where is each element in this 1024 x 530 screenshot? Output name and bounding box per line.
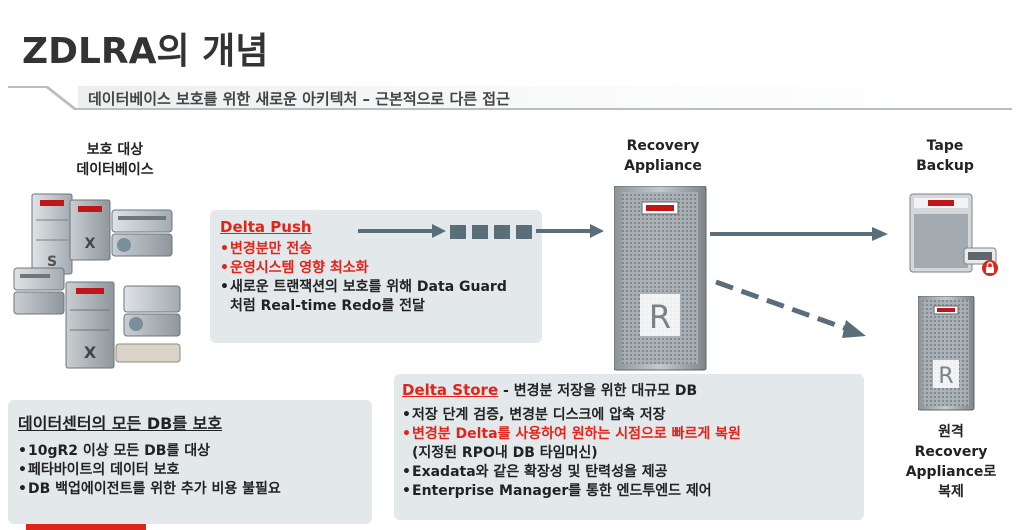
appliance-letter: R	[649, 298, 671, 336]
bullet-text: (지정된 RPO내 DB 타임머신)	[412, 445, 598, 461]
server-icon: S	[31, 193, 73, 275]
subtitle-bar	[8, 86, 1012, 110]
list-item: •10gR2 이상 모든 DB를 대상	[18, 443, 210, 459]
datacenter-content: 데이터센터의 모든 DB를 보호 •10gR2 이상 모든 DB를 대상 •페타…	[18, 410, 281, 499]
remote-label-line3: Appliance로	[905, 464, 997, 480]
source-db-label-line1: 보호 대상	[86, 142, 144, 158]
delta-push-heading: Delta Push	[220, 218, 312, 236]
delta-push-bullets: •변경분만 전송 •운영시스템 영향 최소화 •새로운 트랜잭션의 보호를 위해…	[220, 240, 507, 316]
arrow-to-remote	[715, 279, 866, 338]
datacenter-panel	[8, 400, 372, 524]
list-item: •변경분만 전송	[220, 241, 313, 257]
rack-icon: R	[614, 186, 707, 371]
delta-store-heading: Delta Store	[402, 381, 499, 399]
delta-store-header: Delta Store - 변경분 저장을 위한 대규모 DB	[402, 380, 741, 400]
storage-icon	[115, 285, 181, 363]
tape-backup-label: Tape Backup	[900, 136, 990, 176]
tape-drive-icon	[909, 193, 998, 276]
bullet-text: 변경분 Delta를 사용하여 원하는 시점으로 빠르게 복원	[412, 426, 741, 442]
source-db-label: 보호 대상 데이터베이스	[60, 140, 170, 180]
list-item: •새로운 트랜잭션의 보호를 위해 Data Guard	[220, 279, 507, 295]
datacenter-bullets: •10gR2 이상 모든 DB를 대상 •페타바이트의 데이터 보호 •DB 백…	[18, 442, 281, 499]
list-item: •저장 단계 검증, 변경분 디스크에 압축 저장	[402, 407, 666, 423]
page-title: ZDLRA의 개념	[22, 31, 269, 72]
server-letter-x: X	[85, 236, 96, 252]
ra-label-line1: Recovery	[626, 138, 700, 154]
delta-store-panel	[394, 374, 864, 520]
list-item: •Enterprise Manager를 통한 엔드투엔드 제어	[402, 483, 712, 499]
bullet-text: DB 백업에이전트를 위한 추가 비용 불필요	[28, 481, 281, 497]
list-item: •DB 백업에이전트를 위한 추가 비용 불필요	[18, 481, 281, 497]
list-item-continuation: 처럼 Real-time Redo를 전달	[230, 298, 425, 314]
source-db-label-line2: 데이터베이스	[76, 162, 154, 178]
source-servers-illustration: S X X	[13, 193, 181, 369]
delta-push-content: Delta Push •변경분만 전송 •운영시스템 영향 최소화 •새로운 트…	[220, 218, 507, 316]
list-item: •운영시스템 영향 최소화	[220, 260, 369, 276]
delta-store-bullets: •저장 단계 검증, 변경분 디스크에 압축 저장 •변경분 Delta를 사용…	[402, 406, 741, 501]
list-item: •Exadata와 같은 확장성 및 탄력성을 제공	[402, 464, 668, 480]
list-item: •변경분 Delta를 사용하여 원하는 시점으로 빠르게 복원	[402, 426, 741, 442]
list-item: (지정된 RPO내 DB 타임머신)	[402, 444, 741, 463]
subtitle: 데이터베이스 보호를 위한 새로운 아키텍처 – 근본적으로 다른 접근	[88, 90, 510, 108]
delta-store-content: Delta Store - 변경분 저장을 위한 대규모 DB •저장 단계 검…	[402, 380, 741, 501]
arrow-to-tape	[710, 227, 888, 241]
list-item: •페타바이트의 데이터 보호	[18, 462, 180, 478]
storage-icon	[13, 267, 65, 315]
remote-label-line2: Recovery	[914, 444, 988, 460]
bullet-text: 새로운 트랜잭션의 보호를 위해 Data Guard	[230, 279, 507, 295]
datacenter-heading: 데이터센터의 모든 DB를 보호	[18, 414, 223, 433]
delta-push-arrow	[358, 224, 604, 239]
ra-label-line2: Appliance	[624, 158, 702, 174]
lock-icon	[982, 260, 998, 276]
bullet-text: 10gR2 이상 모든 DB를 대상	[28, 443, 210, 459]
server-letter-x2: X	[84, 343, 97, 362]
remote-replica-label: 원격 Recovery Appliance로 복제	[896, 422, 1006, 502]
bullet-text: 변경분만 전송	[230, 241, 313, 257]
tape-label-line2: Backup	[916, 158, 974, 174]
bullet-text: 운영시스템 영향 최소화	[230, 260, 369, 276]
remote-appliance-letter: R	[938, 364, 953, 389]
bullet-text: 페타바이트의 데이터 보호	[28, 462, 180, 478]
server-letter-s: S	[47, 254, 57, 270]
server-icon: X	[69, 199, 111, 261]
accent-bar	[26, 524, 146, 530]
storage-icon	[111, 209, 173, 257]
remote-label-line4: 복제	[938, 484, 964, 500]
delta-store-heading-suffix: - 변경분 저장을 위한 대규모 DB	[498, 383, 698, 399]
bullet-text: 저장 단계 검증, 변경분 디스크에 압축 저장	[412, 407, 666, 423]
server-icon: X	[65, 281, 115, 369]
bullet-text: Enterprise Manager를 통한 엔드투엔드 제어	[412, 483, 712, 499]
remote-label-line1: 원격	[938, 424, 964, 440]
recovery-appliance-label: Recovery Appliance	[608, 136, 718, 176]
tape-label-line1: Tape	[926, 138, 964, 154]
remote-rack-icon: R	[918, 296, 975, 411]
bullet-text: Exadata와 같은 확장성 및 탄력성을 제공	[412, 464, 668, 480]
